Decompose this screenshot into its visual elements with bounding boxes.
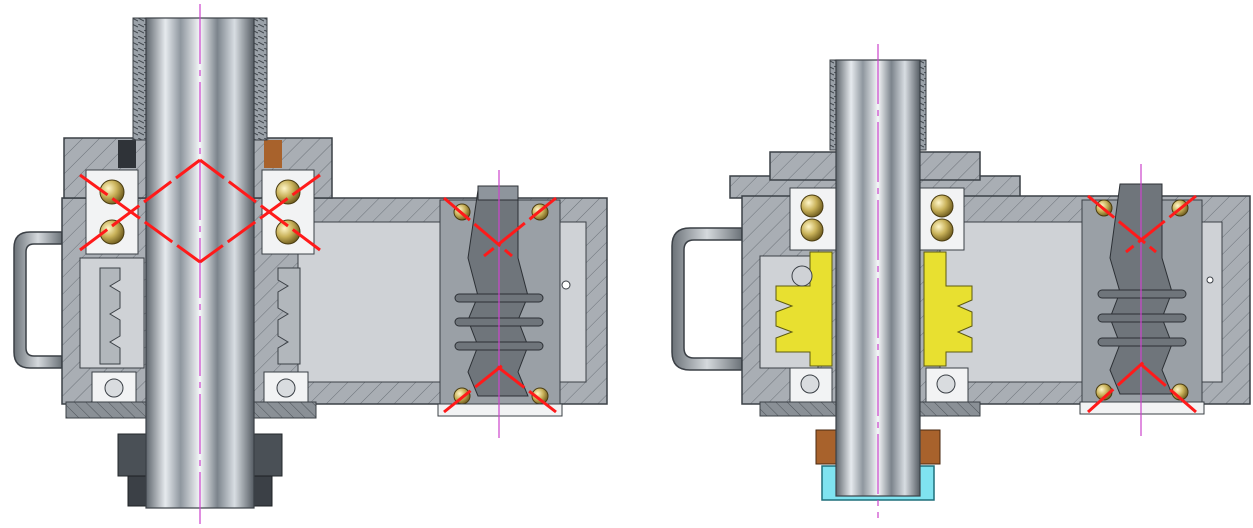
- left-seal-r: [264, 140, 282, 168]
- left-ball: [275, 219, 301, 245]
- right-idler-ring: [791, 265, 813, 287]
- right-ball: [936, 374, 956, 394]
- left-seal-l: [118, 140, 136, 168]
- right-worm-wheel-right: [923, 251, 973, 367]
- left-load-lines: [79, 158, 557, 414]
- left-ball: [104, 378, 124, 398]
- right-ball: [930, 194, 954, 218]
- left-vent-hole: [561, 280, 571, 290]
- left-ball: [99, 179, 125, 205]
- left-worm-base: [437, 403, 563, 417]
- right-ball: [800, 194, 824, 218]
- right-ball: [800, 374, 820, 394]
- left-ball: [275, 179, 301, 205]
- left-ball: [99, 219, 125, 245]
- right-bushing-r: [919, 429, 941, 465]
- right-worm-base: [1079, 401, 1205, 415]
- right-handle: [671, 227, 743, 371]
- right-bushing-l: [815, 429, 837, 465]
- left-section: [13, 4, 608, 524]
- left-handle: [13, 231, 63, 369]
- right-worm-wheel-left: [775, 251, 833, 367]
- right-ball: [800, 218, 824, 242]
- left-worm-cap: [477, 185, 519, 201]
- right-vent-hole: [1206, 276, 1214, 284]
- left-worm-wheel-left: [99, 267, 121, 365]
- right-load-lines: [1086, 194, 1197, 414]
- left-worm-wheel-right: [277, 267, 301, 365]
- right-worm-teeth: [1097, 289, 1187, 347]
- left-ball: [276, 378, 296, 398]
- right-ball: [930, 218, 954, 242]
- right-section: [671, 44, 1251, 518]
